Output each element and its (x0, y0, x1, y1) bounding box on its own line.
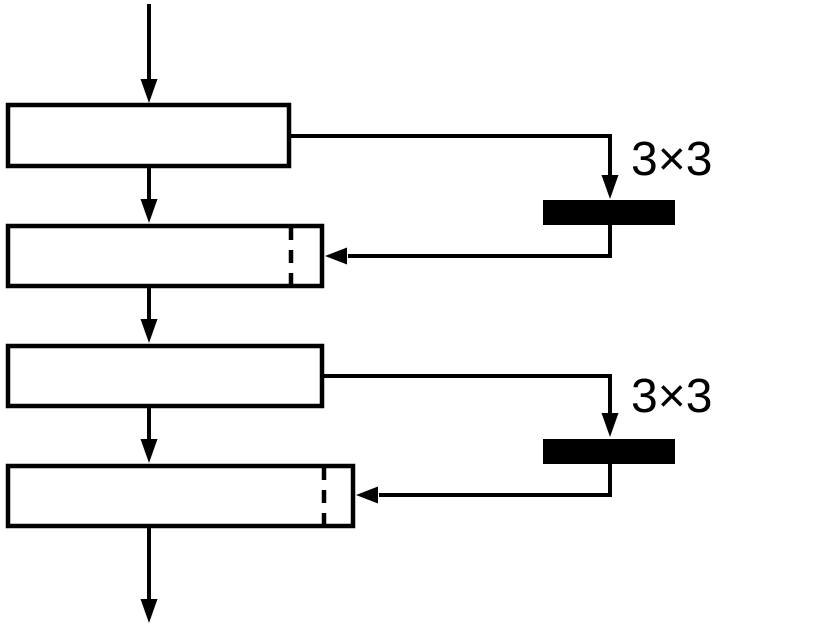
output-arrowhead (140, 599, 158, 623)
conv-bar-1 (543, 200, 675, 225)
conv-bar-2 (543, 439, 675, 464)
conv-2-in-arrowhead (601, 413, 619, 437)
skip-branch-1-to-conv (291, 134, 612, 177)
feature-map-box-2 (5, 223, 325, 289)
flow-arrow-3-head (140, 439, 158, 463)
feature-map-box-1 (5, 102, 292, 169)
flow-arrow-2-head (140, 319, 158, 343)
skip-branch-2-from-conv (379, 464, 612, 497)
concat-2-arrowhead (356, 486, 378, 504)
input-arrowhead (140, 79, 158, 103)
skip-branch-1-from-conv (348, 225, 612, 258)
concat-1-arrowhead (325, 247, 347, 265)
conv-1-in-arrowhead (601, 175, 619, 199)
skip-branch-2-to-conv (324, 374, 612, 415)
flow-arrow-1-head (140, 199, 158, 223)
conv-kernel-label-2: 3×3 (631, 370, 712, 423)
feature-map-box-4 (5, 463, 356, 529)
feature-map-box-3 (5, 343, 325, 409)
conv-kernel-label-1: 3×3 (631, 133, 712, 186)
